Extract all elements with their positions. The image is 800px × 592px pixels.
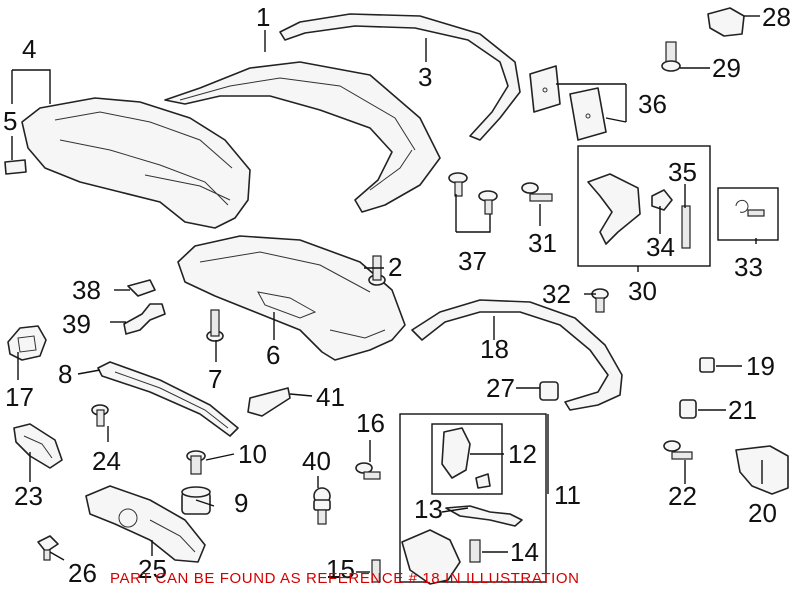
leader-lines [11, 15, 763, 573]
part-15-pin [371, 559, 381, 583]
callout-39: 39 [62, 309, 91, 339]
part-17-latch [7, 325, 47, 361]
part-2-bolt [368, 255, 386, 286]
callout-19: 19 [746, 351, 775, 381]
callout-36: 36 [638, 89, 667, 119]
callout-22: 22 [668, 481, 697, 511]
callout-20: 20 [748, 498, 777, 528]
callout-17: 17 [5, 382, 34, 412]
callout-31: 31 [528, 228, 557, 258]
part-22-bolt [663, 440, 693, 460]
part-32-bolt [591, 288, 609, 313]
part-9-bushing [181, 486, 211, 515]
part-41-plate [247, 387, 291, 417]
callout-14: 14 [510, 537, 539, 567]
reference-note: PART CAN BE FOUND AS REFERENCE # 18 IN I… [110, 570, 580, 587]
callout-1: 1 [256, 2, 270, 32]
callout-labels: 1 2 3 4 5 6 7 8 9 10 11 12 13 14 15 16 1… [3, 2, 791, 588]
part-3-trim-strip [279, 13, 521, 141]
part-28-bracket [707, 7, 745, 37]
part-27-pad [539, 381, 559, 401]
part-29-bolt [661, 41, 681, 72]
callout-4: 4 [22, 34, 36, 64]
part-4-rear-panel [21, 97, 251, 229]
callout-2: 2 [388, 252, 402, 282]
part-10-bolt [186, 450, 206, 475]
part-5-small-clip [4, 159, 27, 175]
callout-38: 38 [72, 275, 101, 305]
callout-26: 26 [68, 558, 97, 588]
part-8-bar [97, 361, 239, 437]
callout-41: 41 [316, 382, 345, 412]
part-36-hinge-plates [529, 65, 607, 141]
part-1-top-cover [164, 61, 441, 213]
callout-7: 7 [208, 364, 222, 394]
callout-29: 29 [712, 53, 741, 83]
callout-5: 5 [3, 106, 17, 136]
part-21-nut [679, 399, 697, 419]
callout-24: 24 [92, 446, 121, 476]
part-23-bracket [13, 423, 63, 469]
callout-28: 28 [762, 2, 791, 32]
callout-23: 23 [14, 481, 43, 511]
callout-40: 40 [302, 446, 331, 476]
callout-32: 32 [542, 279, 571, 309]
part-26-screw [37, 535, 59, 561]
callout-30: 30 [628, 276, 657, 306]
part-6-storage-tray [177, 235, 406, 361]
part-25-hinge-mount [85, 485, 206, 563]
callout-8: 8 [58, 359, 72, 389]
callout-12: 12 [508, 439, 537, 469]
part-11-group-box [399, 413, 547, 585]
callout-33: 33 [734, 252, 763, 282]
part-31-bolt [521, 182, 553, 202]
callout-9: 9 [234, 488, 248, 518]
part-16-bolt [355, 462, 381, 480]
part-38-clip [127, 279, 156, 297]
part-33-group-box [717, 187, 779, 241]
part-7-bolt [206, 309, 224, 342]
callout-37: 37 [458, 246, 487, 276]
callout-6: 6 [266, 340, 280, 370]
part-19-cap [699, 357, 715, 373]
callout-21: 21 [728, 395, 757, 425]
callout-13: 13 [414, 494, 443, 524]
part-39-bracket [123, 303, 166, 335]
callout-35: 35 [668, 157, 697, 187]
callout-18: 18 [480, 334, 509, 364]
callout-11: 11 [554, 480, 581, 510]
callout-16: 16 [356, 408, 385, 438]
callout-25: 25 [138, 554, 167, 584]
callout-27: 27 [486, 373, 515, 403]
callout-3: 3 [418, 62, 432, 92]
part-30-group-box [577, 145, 711, 267]
callout-34: 34 [646, 232, 675, 262]
callout-15: 15 [326, 554, 355, 584]
part-18-seal-strip [411, 299, 623, 411]
part-37-bolts [448, 172, 498, 215]
part-40-stud [313, 487, 331, 525]
part-24-bolt [91, 404, 109, 427]
callout-10: 10 [238, 439, 267, 469]
